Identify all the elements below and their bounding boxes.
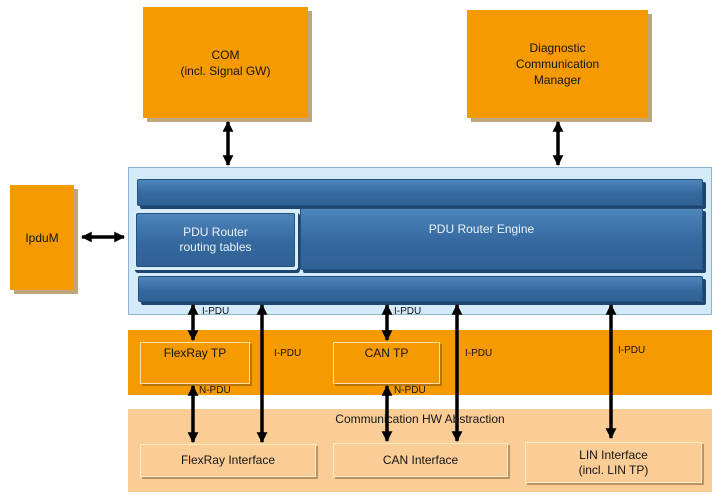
pdu-router-routing-tables-inner: PDU Router routing tables: [136, 213, 295, 267]
dcm-module-label: Diagnostic Communication Manager: [515, 41, 600, 87]
flexray-tp-label: FlexRay TP: [163, 346, 227, 360]
flexray-interface-label: FlexRay Interface: [180, 453, 276, 467]
i-pdu-label-can-if: I-PDU: [465, 348, 493, 359]
can-interface-label: CAN Interface: [382, 452, 459, 467]
i-pdu-label-lin-if: I-PDU: [618, 345, 646, 356]
pdu-router-top-bar: [137, 179, 703, 206]
lin-interface-label: LIN Interface (incl. LIN TP): [578, 447, 649, 477]
can-tp-label: CAN TP: [364, 346, 409, 360]
pdu-router-routing-tables-box: PDU Router routing tables: [133, 210, 298, 270]
n-pdu-label-can: N-PDU: [394, 385, 426, 396]
dcm-module-box: Diagnostic Communication Manager: [467, 10, 648, 118]
com-module-label: COM (incl. Signal GW): [180, 47, 271, 78]
pdu-router-bottom-bar: [138, 276, 703, 302]
ipdum-module-label: IpduM: [25, 230, 59, 245]
pdu-router-engine-label: PDU Router Engine: [428, 222, 535, 236]
ipdum-module-box: IpduM: [10, 185, 74, 290]
i-pdu-label-can-tp: I-PDU: [394, 306, 422, 317]
lin-interface-box: LIN Interface (incl. LIN TP): [525, 442, 702, 483]
hw-abstraction-title: Communication HW Abstraction: [335, 412, 505, 426]
can-tp-box: CAN TP: [333, 342, 440, 384]
can-interface-box: CAN Interface: [333, 443, 508, 477]
n-pdu-label-flexray: N-PDU: [199, 385, 231, 396]
flexray-interface-box: FlexRay Interface: [140, 444, 316, 477]
i-pdu-label-flexray-tp: I-PDU: [202, 306, 230, 317]
pdu-router-routing-tables-label: PDU Router routing tables: [179, 225, 252, 254]
flexray-tp-box: FlexRay TP: [140, 342, 250, 384]
i-pdu-label-flexray-if: I-PDU: [274, 348, 302, 359]
pdu-router-engine-box: PDU Router Engine: [300, 208, 703, 270]
com-module-box: COM (incl. Signal GW): [143, 7, 308, 118]
